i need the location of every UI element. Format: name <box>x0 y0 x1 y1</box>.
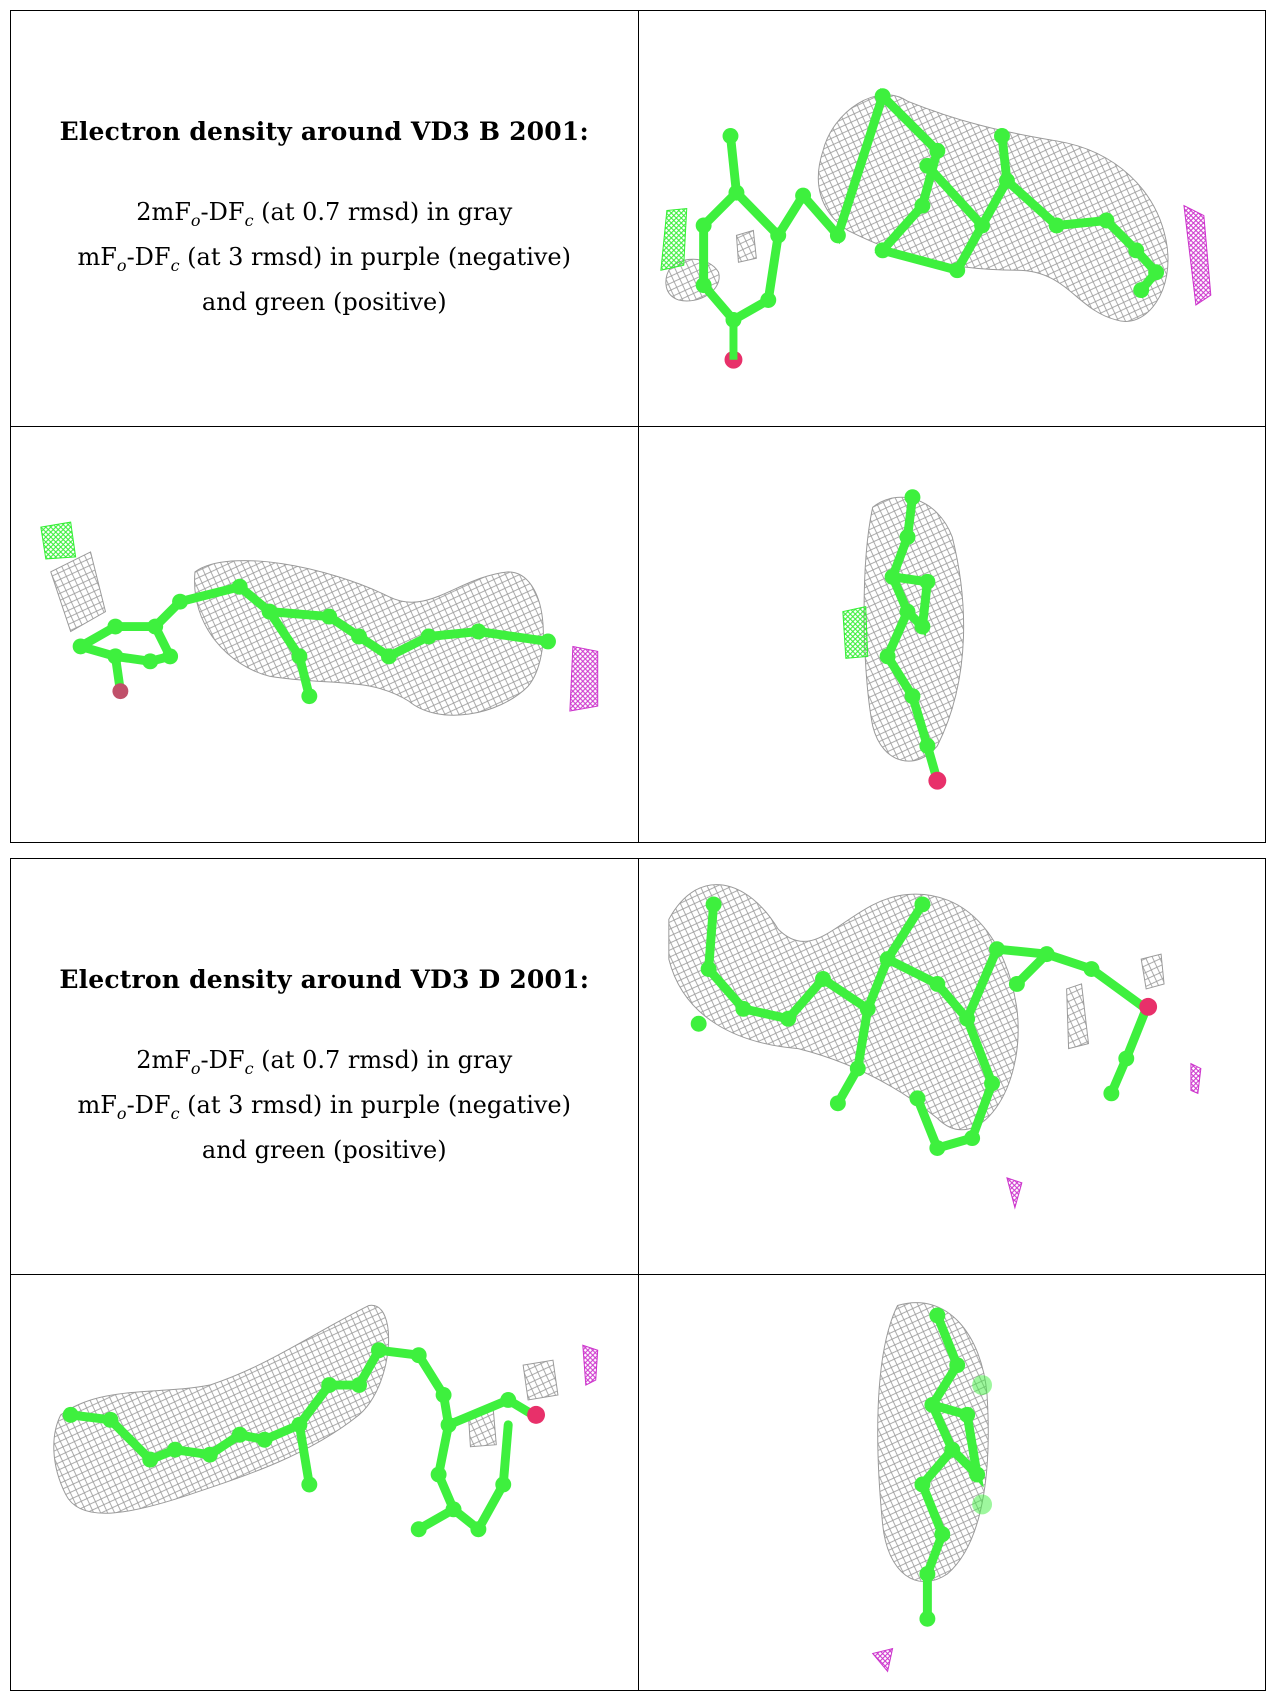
density-image-d-view1 <box>637 858 1266 1275</box>
density-image-b-view2 <box>10 426 639 843</box>
density-table-vd3-b: Electron density around VD3 B 2001: 2mFo… <box>10 10 1266 843</box>
molecule-render-d-3 <box>871 1302 992 1673</box>
caption-cell-d: Electron density around VD3 D 2001: 2mFo… <box>10 858 639 1275</box>
caption-line-2fofc: 2mFo-DFc (at 0.7 rmsd) in gray <box>136 1046 513 1078</box>
density-image-d-view2 <box>10 1274 639 1691</box>
caption-line-green: and green (positive) <box>201 287 447 316</box>
molecule-render-d-2 <box>53 1304 599 1538</box>
caption-title: Electron density around VD3 D 2001: <box>59 965 590 995</box>
density-image-d-view3 <box>637 1274 1266 1691</box>
caption-line-fofc: mFo-DFc (at 3 rmsd) in purple (negative) <box>77 1091 572 1123</box>
molecule-render-d-1 <box>667 884 1201 1210</box>
density-table-vd3-d: Electron density around VD3 D 2001: 2mFo… <box>10 858 1266 1691</box>
caption-line-fofc: mFo-DFc (at 3 rmsd) in purple (negative) <box>77 243 572 275</box>
caption-line-green: and green (positive) <box>201 1135 447 1164</box>
caption-cell-b: Electron density around VD3 B 2001: 2mFo… <box>10 10 639 427</box>
caption-title: Electron density around VD3 B 2001: <box>59 117 589 147</box>
molecule-render-b-2 <box>40 521 599 716</box>
molecule-render-b-1 <box>659 87 1211 369</box>
density-image-b-view1 <box>637 10 1266 427</box>
caption-line-2fofc: 2mFo-DFc (at 0.7 rmsd) in gray <box>136 198 513 230</box>
molecule-render-b-3 <box>841 489 964 790</box>
density-image-b-view3 <box>637 426 1266 843</box>
